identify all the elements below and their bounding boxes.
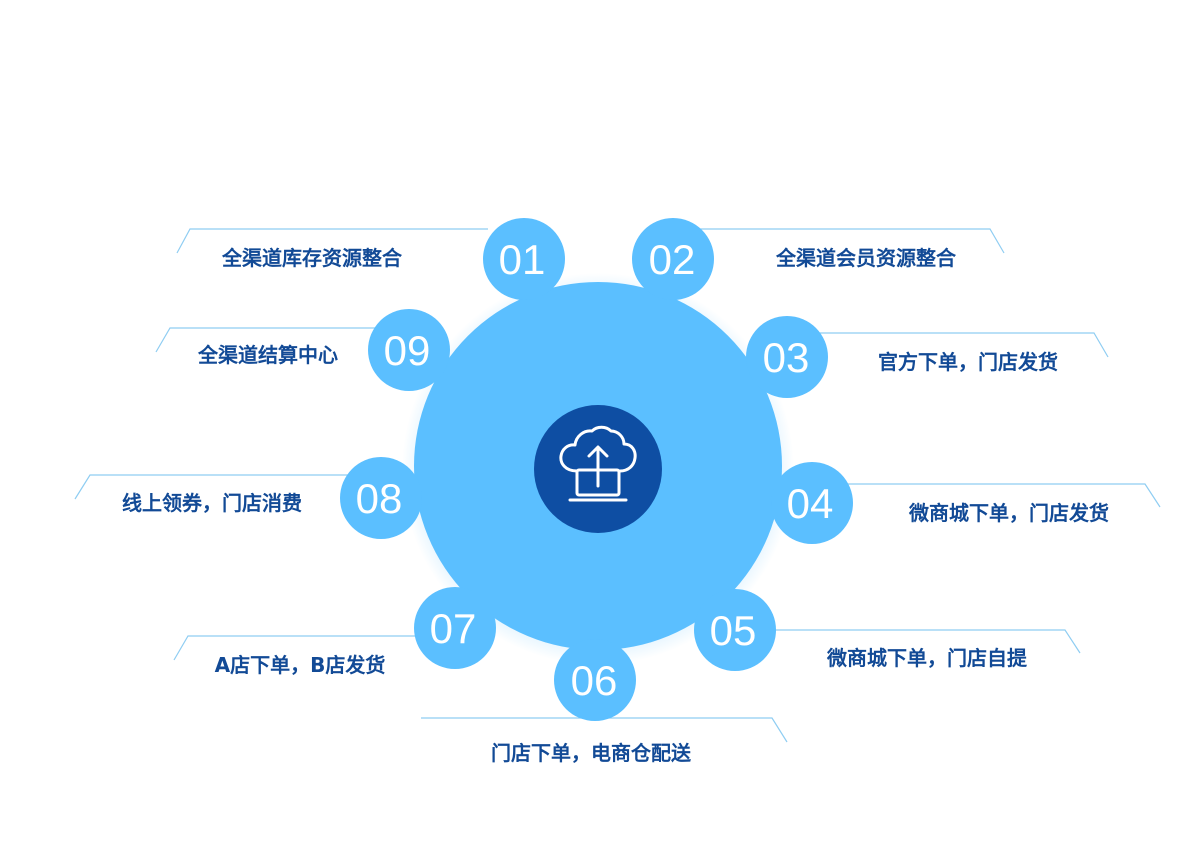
node-05-circle xyxy=(694,589,776,671)
leader-line-09 xyxy=(155,327,390,353)
node-06-label: 门店下单，电商仓配送 xyxy=(491,741,692,765)
node-09-number: 09 xyxy=(384,327,431,374)
leader-line-05 xyxy=(760,629,1081,654)
node-02-label: 全渠道会员资源整合 xyxy=(775,246,957,270)
node-05: 05 xyxy=(694,589,776,671)
node-06: 06 xyxy=(554,639,636,721)
node-02: 02 xyxy=(632,218,714,300)
leader-line-03 xyxy=(800,332,1109,358)
node-02-number: 02 xyxy=(649,236,696,283)
node-07: 07 xyxy=(414,587,496,669)
node-04: 04 xyxy=(771,462,853,544)
cloud-upload-laptop-icon xyxy=(559,425,637,502)
leader-line-07 xyxy=(173,635,430,661)
node-05-label: 微商城下单，门店自提 xyxy=(826,646,1028,670)
node-06-number: 06 xyxy=(571,657,618,704)
leader-line-06 xyxy=(421,717,788,743)
node-04-number: 04 xyxy=(787,480,834,527)
node-03: 03 xyxy=(746,316,828,398)
node-01: 01 xyxy=(483,218,565,300)
labels: 全渠道库存资源整合 全渠道会员资源整合 官方下单，门店发货 微商城下单，门店发货… xyxy=(122,246,1109,765)
node-07-circle xyxy=(414,587,496,669)
node-07-number: 07 xyxy=(430,605,477,652)
node-03-circle xyxy=(746,316,828,398)
node-08-label: 线上领券，门店消费 xyxy=(122,491,302,515)
node-07-label: A店下单，B店发货 xyxy=(215,653,386,677)
node-03-label: 官方下单，门店发货 xyxy=(878,350,1058,374)
node-01-circle xyxy=(483,218,565,300)
node-06-circle xyxy=(554,639,636,721)
node-08: 08 xyxy=(340,457,422,539)
nodes: 01 02 03 04 05 06 07 08 xyxy=(340,218,853,721)
node-09: 09 xyxy=(368,309,450,391)
node-09-circle xyxy=(368,309,450,391)
leader-line-04 xyxy=(840,483,1161,508)
node-03-number: 03 xyxy=(763,334,810,381)
leader-line-01 xyxy=(176,228,488,254)
node-08-number: 08 xyxy=(356,475,403,522)
leader-line-08 xyxy=(74,474,370,500)
leader-lines xyxy=(74,228,1161,743)
node-08-circle xyxy=(340,457,422,539)
node-04-label: 微商城下单，门店发货 xyxy=(908,501,1109,525)
node-02-circle xyxy=(632,218,714,300)
node-01-label: 全渠道库存资源整合 xyxy=(221,246,403,270)
leader-line-02 xyxy=(688,228,1005,254)
node-04-circle xyxy=(771,462,853,544)
node-05-number: 05 xyxy=(710,607,757,654)
node-09-label: 全渠道结算中心 xyxy=(197,343,338,367)
node-01-number: 01 xyxy=(499,236,546,283)
